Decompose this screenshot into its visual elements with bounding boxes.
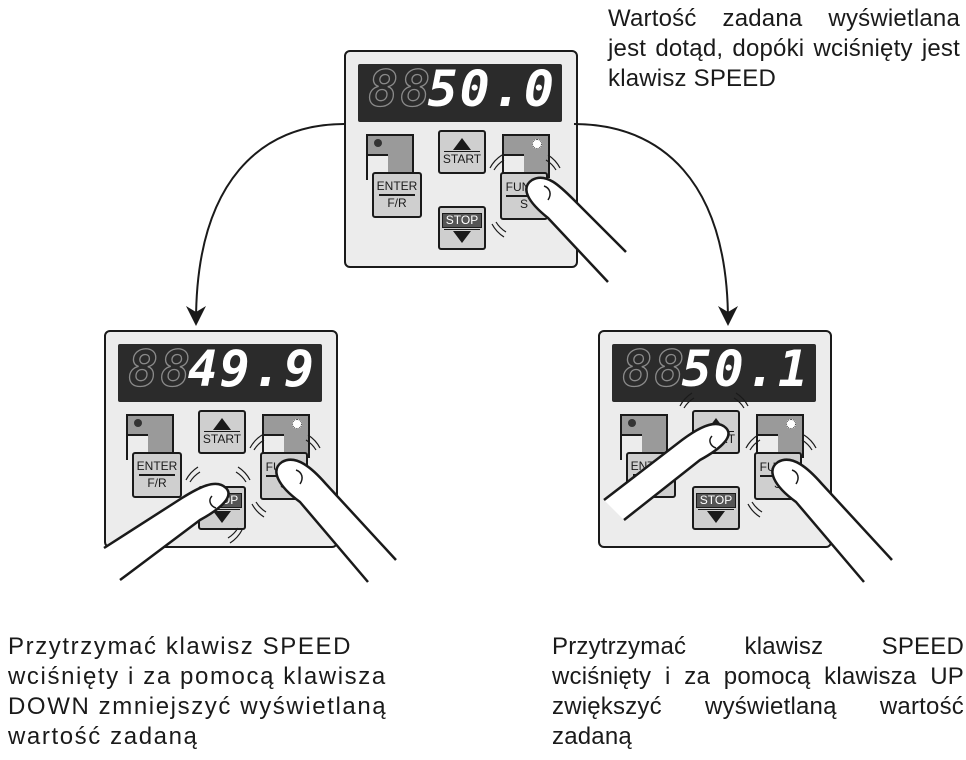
start-label: START <box>202 432 242 447</box>
start-up-button[interactable]: START <box>438 130 486 174</box>
display-placeholder-digits: 88 <box>367 59 433 118</box>
fr-label: F/R <box>387 195 407 210</box>
display-right: 88 50.1 <box>612 339 816 402</box>
enter-fr-button[interactable]: ENTER F/R <box>132 452 182 498</box>
display-placeholder-digits: 88 <box>621 339 687 398</box>
caption-right: Przytrzymać klawisz SPEED wciśnięty i za… <box>552 633 964 750</box>
enter-label: ENTER <box>630 459 672 474</box>
enter-fr-button[interactable]: ENTER F/R <box>626 452 676 498</box>
stop-down-button[interactable]: STOP <box>692 486 740 530</box>
up-arrow-icon <box>707 417 725 430</box>
enter-label: ENTER <box>136 459 178 474</box>
led-off-icon <box>786 419 796 429</box>
fr-label: F/R <box>641 475 661 490</box>
display-value-right: 50.1 <box>681 340 810 398</box>
led-off-icon <box>292 419 302 429</box>
display-left: 88 49.9 <box>118 339 322 402</box>
up-arrow-icon <box>453 137 471 150</box>
func-speed-button[interactable]: FUNC. S <box>260 452 308 500</box>
led-indicator-left <box>366 134 414 180</box>
start-label: START <box>696 432 736 447</box>
start-up-button[interactable]: START <box>198 410 246 454</box>
caption-top: Wartość zadana wyświetlana jest dotąd, d… <box>608 5 960 92</box>
panel-right: 88 50.1 START ENTER F/R STOP FUNC. S <box>598 330 832 548</box>
led-off-icon <box>532 139 542 149</box>
fr-label: F/R <box>147 475 167 490</box>
speed-label: S <box>519 196 528 211</box>
caption-left: Przytrzymać klawisz SPEED wciśnięty i za… <box>8 633 388 750</box>
start-label: START <box>442 152 482 167</box>
down-arrow-icon <box>707 511 725 524</box>
enter-label: ENTER <box>376 179 418 194</box>
speed-label: S <box>279 476 288 491</box>
stop-down-button[interactable]: STOP <box>198 486 246 530</box>
led-on-icon <box>374 139 382 147</box>
display-value-top: 50.0 <box>427 60 556 118</box>
down-arrow-icon <box>453 231 471 244</box>
up-arrow-icon <box>213 417 231 430</box>
led-on-icon <box>628 419 636 427</box>
func-speed-button[interactable]: FUNC. S <box>500 172 548 220</box>
start-up-button[interactable]: START <box>692 410 740 454</box>
led-on-icon <box>134 419 142 427</box>
arrow-to-right-panel <box>573 123 738 326</box>
display-placeholder-digits: 88 <box>127 339 193 398</box>
panel-left: 88 49.9 START ENTER F/R STOP FUNC. S <box>104 330 338 548</box>
enter-fr-button[interactable]: ENTER F/R <box>372 172 422 218</box>
display-top: 88 50.0 <box>358 59 562 122</box>
panel-top: 88 50.0 START ENTER F/R STOP FUNC. S <box>344 50 578 268</box>
stop-label: STOP <box>201 492 243 508</box>
func-label: FUNC. <box>759 460 797 475</box>
func-speed-button[interactable]: FUNC. S <box>754 452 802 500</box>
stop-label: STOP <box>695 492 737 508</box>
arrow-to-left-panel <box>186 123 345 326</box>
func-label: FUNC. <box>505 180 543 195</box>
stop-down-button[interactable]: STOP <box>438 206 486 250</box>
display-value-left: 49.9 <box>187 340 316 398</box>
stop-label: STOP <box>441 212 483 228</box>
func-label: FUNC. <box>265 460 303 475</box>
speed-label: S <box>773 476 782 491</box>
down-arrow-icon <box>213 511 231 524</box>
